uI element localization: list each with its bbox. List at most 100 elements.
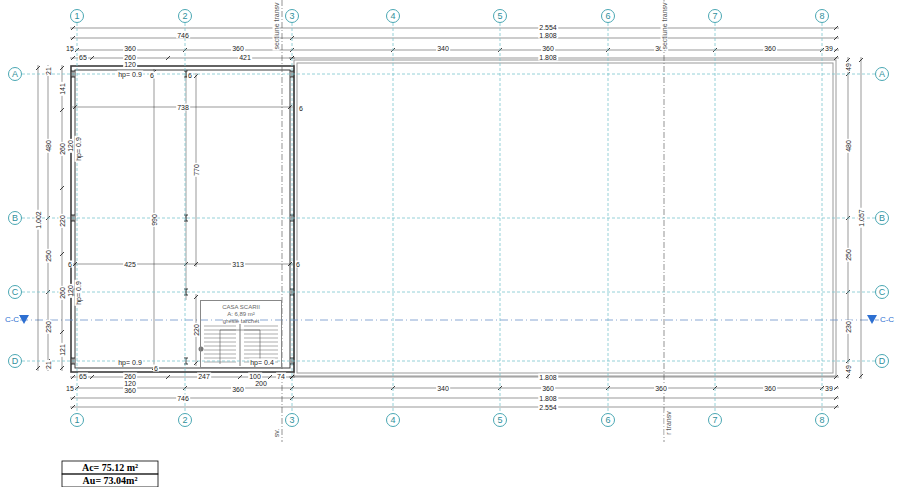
- grid-bubble: C: [8, 285, 22, 299]
- grid-axis: [22, 361, 875, 362]
- dimension-text: 220: [59, 214, 66, 228]
- dimension-tick: [71, 56, 75, 60]
- dimension-text: hp= 0.9: [117, 359, 143, 366]
- dimension-tick: [238, 375, 242, 379]
- dimension-text: 1.057: [858, 208, 865, 228]
- dimension-text: 6: [67, 261, 73, 268]
- dimension-tick: [90, 375, 94, 379]
- grid-label: 8: [819, 416, 824, 425]
- section-line: [20, 320, 880, 321]
- grid-bubble: A: [8, 67, 22, 81]
- dimension-tick: [846, 374, 850, 378]
- stair-tread: [244, 338, 278, 339]
- room-label: CASA SCARII: [222, 304, 260, 311]
- dimension-tick: [834, 36, 838, 40]
- dimension-tick: [834, 405, 838, 409]
- dimension-text: 6: [295, 261, 301, 268]
- dimension-tick: [166, 375, 170, 379]
- dimension-tick: [60, 186, 64, 190]
- grid-bubble: 5: [493, 413, 507, 427]
- dimension-tick: [73, 105, 77, 109]
- grid-bubble: C: [875, 285, 889, 299]
- grid-label: 5: [497, 12, 502, 21]
- dimension-tick: [859, 374, 863, 378]
- dimension-text: 100: [248, 373, 262, 380]
- grid-bubble: B: [8, 211, 22, 225]
- dimension-text: 120: [123, 379, 137, 386]
- dimension-tick: [268, 375, 272, 379]
- dimension-text: 247: [197, 373, 211, 380]
- grid-label: 7: [712, 12, 717, 21]
- dimension-tick: [859, 58, 863, 62]
- dimension-text: 360: [763, 45, 777, 52]
- grid-bubble: 5: [493, 9, 507, 23]
- dimension-text: 260: [123, 54, 137, 61]
- dimension-line: [70, 407, 839, 408]
- dimension-tick: [834, 396, 838, 400]
- grid-bubble: 2: [178, 9, 192, 23]
- grid-label: 2: [182, 12, 187, 21]
- grid-label: B: [12, 214, 18, 223]
- grid-bubble: A: [875, 67, 889, 81]
- dimension-tick: [834, 48, 838, 52]
- dimension-tick: [71, 396, 75, 400]
- dimension-tick: [60, 66, 64, 70]
- stair-tread: [244, 334, 278, 335]
- grid-label: 1: [74, 12, 79, 21]
- grid-label: 1: [74, 416, 79, 425]
- dimension-text: 738: [176, 104, 190, 111]
- dimension-text: 360: [654, 385, 668, 392]
- dimension-text: 15: [65, 45, 75, 52]
- grid-bubble: 3: [285, 413, 299, 427]
- dimension-text: 360: [123, 45, 137, 52]
- section-label: sectiune transv: [661, 1, 668, 50]
- section-line: [664, 0, 665, 442]
- dimension-tick: [166, 56, 170, 60]
- dimension-text: 360: [231, 386, 245, 393]
- grid-bubble: 6: [601, 9, 615, 23]
- dimension-line: [289, 58, 839, 59]
- dimension-text: 6: [187, 72, 193, 79]
- dimension-tick: [834, 56, 838, 60]
- dimension-text: 340: [436, 45, 450, 52]
- section-label: sectiune transv: [273, 1, 280, 50]
- dimension-text: 6: [298, 105, 304, 112]
- dimension-text: 120: [67, 139, 74, 153]
- dimension-text: 1.808: [538, 54, 558, 61]
- dimension-tick: [834, 375, 838, 379]
- wall: [71, 66, 294, 372]
- dimension-text: 260: [59, 286, 66, 300]
- dimension-text: 360: [541, 45, 555, 52]
- dimension-tick: [36, 66, 40, 70]
- stair-tread: [244, 350, 278, 351]
- grid-label: 8: [819, 12, 824, 21]
- dimension-tick: [60, 366, 64, 370]
- section-mark: C-C: [4, 316, 20, 324]
- wall: [75, 70, 290, 368]
- grid-axis: [22, 292, 875, 293]
- dimension-line: [72, 264, 293, 265]
- section-marker: [19, 315, 29, 324]
- area-cell: Au= 73.04m²: [82, 476, 139, 486]
- dimension-tick: [71, 26, 75, 30]
- dimension-tick: [194, 74, 198, 78]
- dimension-text: 220: [193, 323, 200, 337]
- dimension-text: 1.808: [538, 395, 558, 402]
- dimension-text: 121: [59, 343, 66, 357]
- section-mark: C-C: [879, 316, 895, 324]
- section-marker: [867, 315, 877, 324]
- dimension-tick: [288, 105, 292, 109]
- grid-label: B: [879, 214, 885, 223]
- dimension-text: 360: [763, 385, 777, 392]
- dimension-text: 250: [845, 248, 852, 262]
- dimension-line: [289, 377, 839, 378]
- dimension-text: 480: [45, 139, 52, 153]
- grid-bubble: 1: [70, 9, 84, 23]
- grid-label: 4: [390, 416, 395, 425]
- dimension-text: 260: [59, 142, 66, 156]
- grid-label: 7: [712, 416, 717, 425]
- dimension-tick: [834, 386, 838, 390]
- dimension-text: hp= 0.9: [75, 280, 82, 306]
- grid-label: 3: [289, 12, 294, 21]
- dimension-text: 360: [231, 45, 245, 52]
